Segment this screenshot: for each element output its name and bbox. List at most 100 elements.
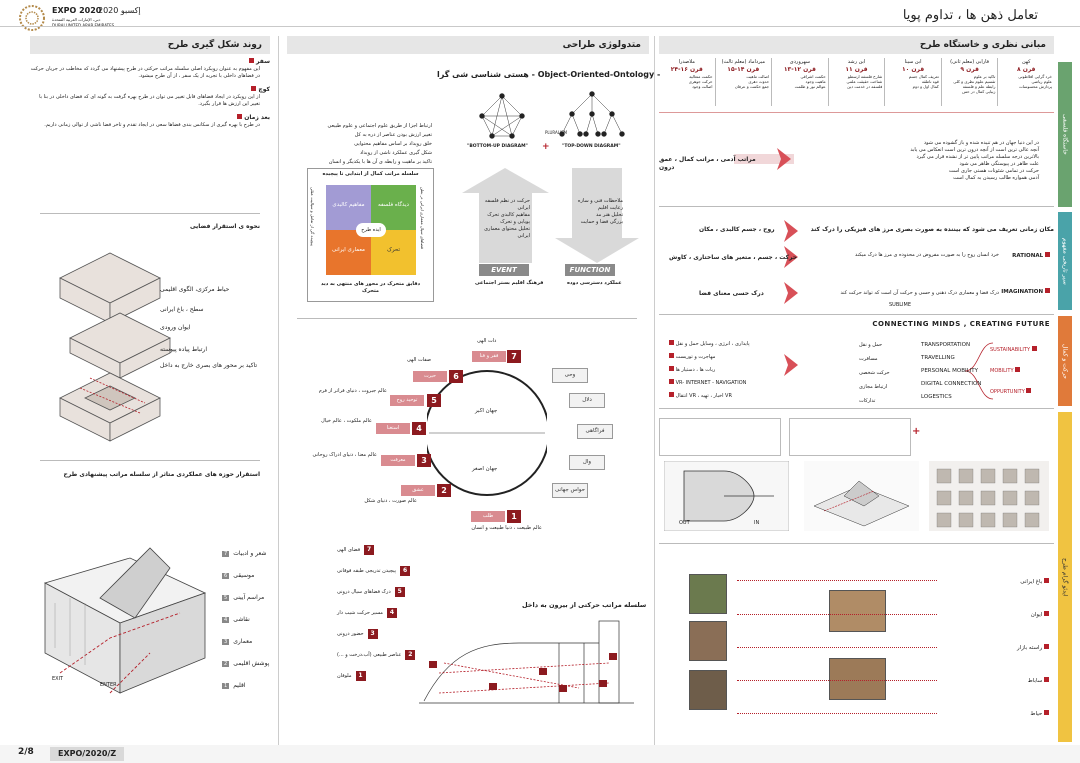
out-in-diagram <box>664 461 789 531</box>
photo-bazaar <box>689 670 727 710</box>
concepts: TRANSPORTATION TRAVELLING PERSONAL MOBIL… <box>921 342 982 400</box>
page-title: تعامل ذهن ها ، تداوم پویا <box>902 8 1038 23</box>
photo-sabat <box>829 590 886 632</box>
rational-text: خرد انسان روح را به صورت مفروض در محدوده… <box>854 252 999 258</box>
place-definition: مکان زمانی تعریف می شود که بیننده به صور… <box>810 226 1054 233</box>
photo-iwan <box>689 621 727 661</box>
right-column-header: مبانی نظری و خاستگاه طرح <box>659 36 1054 54</box>
step-label: استغنا <box>376 423 410 434</box>
concept-travel: سفر این مفهوم به عنوان رویکرد اصلی سلسله… <box>30 58 270 80</box>
section-drawing <box>419 620 634 704</box>
row1-label: مراتب آدمی ، مراتب کمال ، عمق درون <box>659 156 756 171</box>
step-number: 4 <box>412 422 426 435</box>
step-caption: عالم صورت ، دنیای شکل <box>364 498 417 504</box>
arrangement-label: ارتباط پیاده پیوسته <box>160 346 207 353</box>
matrix-title: سلسله مراتب کمال از ابتدایی تا پیچیده <box>322 171 419 177</box>
step-caption: عالم جبروت ، دنیای فراتر از فرم <box>318 388 387 394</box>
cycle-diagram <box>427 370 547 496</box>
step-number: 5 <box>427 394 441 407</box>
step-caption: عالم طبیعت ، دنیا طبیعت و انسان <box>471 525 542 531</box>
ooo-bullets: ارتباط اجزا از طریق علوم اجتماعی و علوم … <box>327 123 432 165</box>
step-number: 3 <box>417 454 431 467</box>
concept-time: بعد زمان در طرح با بهره گیری از سکانس بن… <box>30 114 270 129</box>
expo-logo: EXPO 2020 إكسبو 2020 دبي، الإمارات العرب… <box>18 4 141 34</box>
concept-notes: + <box>659 418 1054 456</box>
sublime-label: SUBLIME <box>889 302 911 308</box>
section-title: سلسله مراتب حرکتی از بیرون به داخل <box>522 601 647 609</box>
left-column-header: روند شکل گیری طرح <box>30 36 270 54</box>
exit-label: EXIT <box>52 676 64 682</box>
idea-matrix: سلسله مراتب کمال از ابتدایی تا پیچیده دی… <box>307 168 434 302</box>
cycle-top: جهان اکبر <box>475 408 498 414</box>
spatial-arrangement-title: نحوه ی استقرار فضایی <box>189 223 260 230</box>
step-number: 7 <box>507 350 521 363</box>
grid-plan <box>929 461 1049 531</box>
matrix-cell: مفاهیم کالبدی <box>326 185 371 230</box>
matrix-left: پیچیده گی از تعامل و سیالیت عقلی <box>310 187 315 246</box>
stripe-movement: حرکت و کمال <box>1058 316 1072 406</box>
event-label: EVENT <box>479 264 529 276</box>
row1-text: در این دنیا جهان در هم تنیده شده و باز گ… <box>910 140 1039 181</box>
massing-diagram <box>59 252 171 442</box>
function-caption: عملکرد دسترسی دوده <box>567 280 622 286</box>
middle-column-header: متدولوژی طراحی <box>287 36 649 54</box>
network-diagram <box>479 91 625 139</box>
step-label: طلب <box>471 511 505 522</box>
step-number: 2 <box>437 484 451 497</box>
event-caption: فرهنگ اقلیم بستر اجتماعی <box>475 280 544 286</box>
step-label: عشق <box>401 485 435 496</box>
concept-text: از این رویکرد در ایجاد فضاهای قابل تغییر… <box>39 94 260 107</box>
function-label: FUNCTION <box>565 264 615 276</box>
photo-persian-garden <box>689 574 727 614</box>
matrix-cell: معماری ایرانی <box>326 230 371 275</box>
site-perspective <box>804 461 919 531</box>
bottom-up-label: "BOTTOM-UP DIAGRAM" <box>467 144 528 149</box>
page-number: 2/8 <box>18 747 34 757</box>
step-label: فقر و فنا <box>472 351 506 362</box>
themes: SUSTAINABILITY MOBILITY OPPURTUNITY <box>990 346 1050 395</box>
imagination-label: IMAGINATION <box>1001 288 1050 295</box>
functional-zones-title: استقرار حوزه های عملکردی متاثر از سلسله … <box>63 471 260 478</box>
stripe-philosophy: خاستگاه فلسفی <box>1058 62 1072 207</box>
timeline-cell: میرداماد (معلم ثالث) قرن ۱۴-۱۵ اصالت ماه… <box>714 58 772 106</box>
stripe-history: سیر تاریخی مفهوم <box>1058 212 1072 310</box>
concept-text: این مفهوم به عنوان رویکرد اصلی سلسله مرا… <box>30 66 260 79</box>
step-caption: عالم ملکوت ، عالم خیال <box>321 418 372 424</box>
arrangement-label: تاکید بر محور های بصری خارج به داخل <box>160 362 258 369</box>
stripe-ideogram: ایدئو گرام طرح <box>1058 412 1072 742</box>
matrix-cell: دیدگاه فلسفه <box>371 185 416 230</box>
concepts-fa: حمل و نقل مسافرت حرکت شخصی ارتباط مجازی … <box>859 342 890 404</box>
concept-title: بعد زمان <box>244 114 270 121</box>
matrix-right: فضاهای سیال معماری ایرانی در بطن <box>420 187 425 249</box>
logo-en: EXPO 2020 <box>52 6 102 15</box>
matrix-bottom: دقایق متحرک در محور های منتهی به دید متح… <box>320 281 421 294</box>
concept-text: در طرح با بهره گیری از سکانس بندی فضاها … <box>44 122 260 128</box>
step-number: 6 <box>449 370 463 383</box>
enter-label: ENTER <box>100 682 117 688</box>
step-number: 1 <box>507 510 521 523</box>
in-label: IN <box>754 520 760 526</box>
rational-label: RATIONAL <box>1012 252 1050 259</box>
concept-migration: کوچ از این رویکرد در ایجاد فضاهای قابل ت… <box>30 86 270 108</box>
logo-sub-en: DUBAI UNITED ARAB EMIRATES <box>52 23 114 28</box>
concept-title: کوچ <box>258 86 270 93</box>
matrix-center: ایده طرح <box>356 223 386 237</box>
step-caption: ذات الهی <box>477 338 497 344</box>
step-caption: صفات الهی <box>407 357 431 363</box>
row2-low-label: درک حسی معنای فضا <box>699 290 764 297</box>
step-label: حیرت <box>413 371 447 382</box>
building-3d-diagram <box>43 547 207 694</box>
expo-logo-icon <box>19 5 45 31</box>
middle-column: هستی شناسی شی گرا - Object-Oriented-Onto… <box>287 58 660 748</box>
